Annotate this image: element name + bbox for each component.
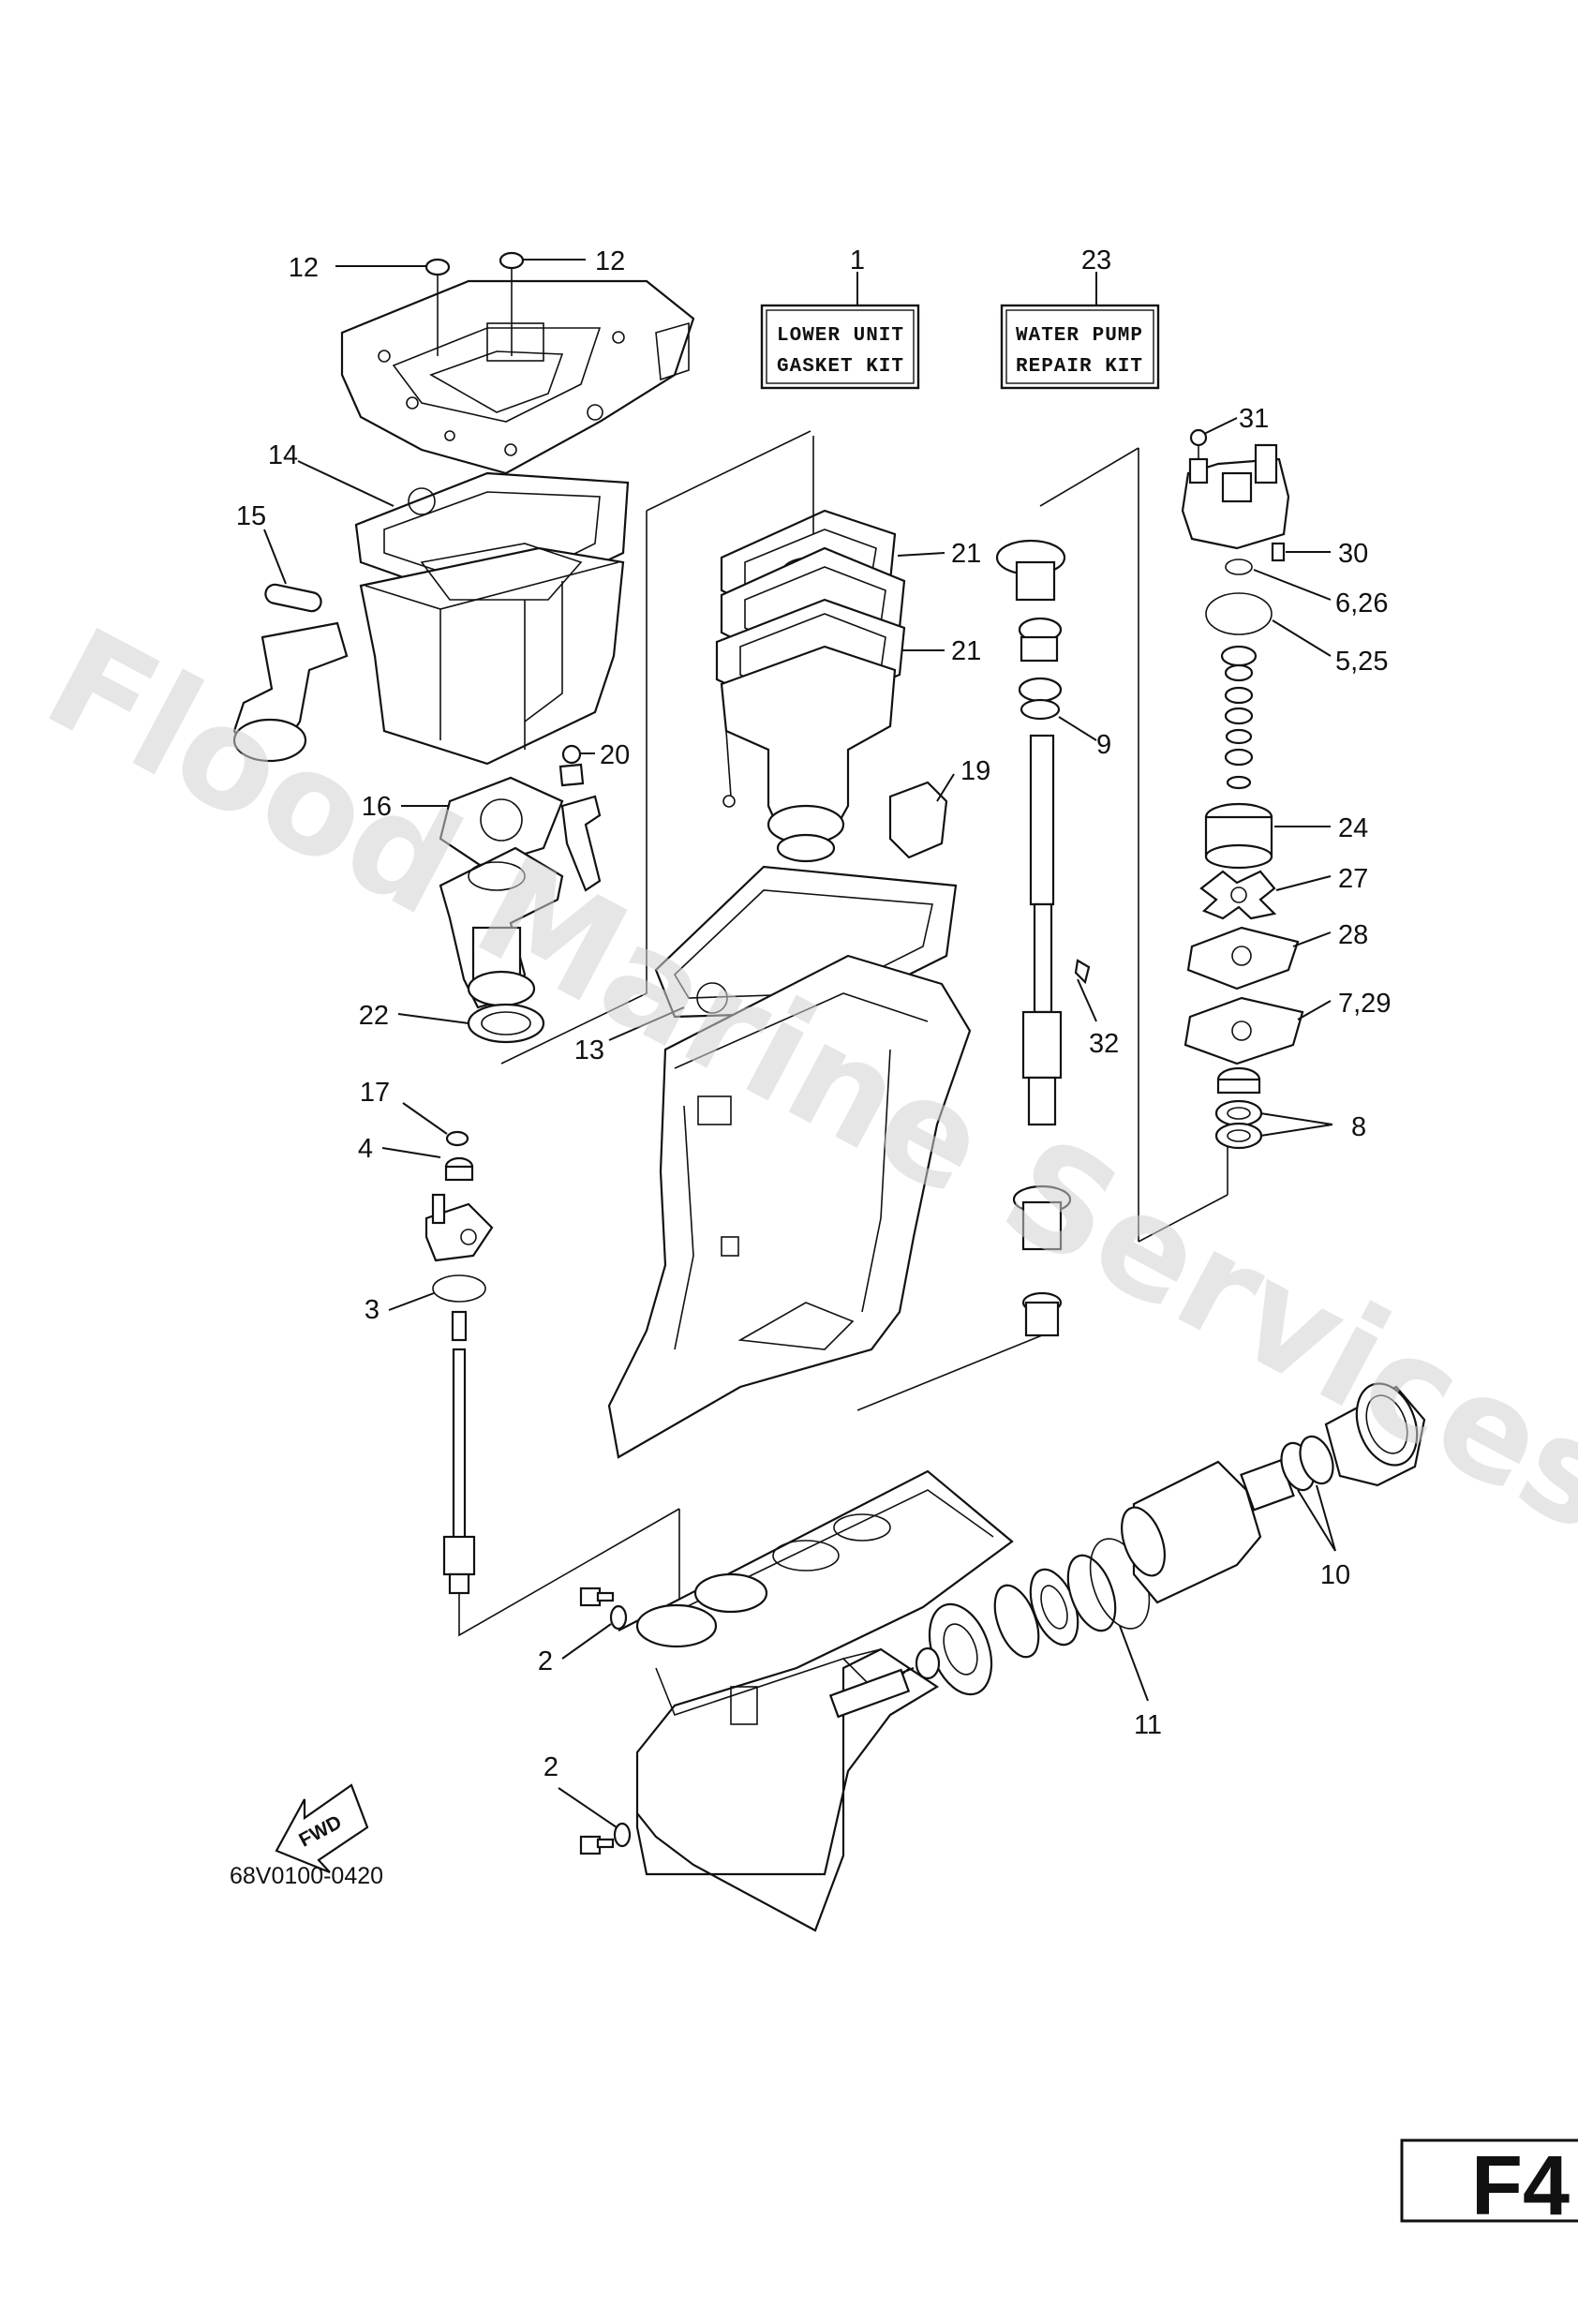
lower-case: [618, 1469, 1014, 1932]
callout-6-26: 6,26: [1335, 588, 1388, 618]
kit-label-line1: LOWER UNIT: [777, 325, 904, 347]
propeller-shaft: [828, 1666, 915, 1719]
drive-shaft: [995, 539, 1072, 1337]
callout-5-25: 5,25: [1335, 647, 1388, 677]
kit-box-lower-unit-gasket: 1 LOWER UNIT GASKET KIT: [760, 246, 920, 390]
exhaust-guide: [720, 645, 897, 863]
diagram-code: 68V0100-0420: [230, 1863, 383, 1889]
callout-3: 3: [365, 1295, 380, 1325]
fwd-arrow-icon: FWD: [275, 1783, 369, 1874]
upper-exhaust-plate: [340, 279, 695, 475]
callout-7-29: 7,29: [1338, 989, 1391, 1019]
callout-24: 24: [1338, 813, 1368, 843]
callout-20: 20: [600, 740, 630, 770]
drain-screw-lower: [579, 1822, 632, 1855]
bearing-housing: [1121, 1458, 1295, 1604]
callout-21: 21: [951, 539, 981, 569]
page-tab: F4: [1400, 2138, 1578, 2233]
pump-washers: [1220, 645, 1258, 790]
seals-8: [1214, 1066, 1263, 1150]
kit-number: 1: [850, 246, 865, 276]
forward-gear: [928, 1602, 993, 1696]
callout-32: 32: [1089, 1029, 1119, 1059]
callout-19: 19: [960, 756, 990, 786]
kit-label-line1: WATER PUMP: [1016, 325, 1143, 347]
callout-13: 13: [574, 1035, 604, 1065]
callout-15: 15: [236, 501, 266, 531]
oil-strainer-15: [232, 583, 349, 763]
callout-2: 2: [538, 1646, 553, 1676]
callout-14: 14: [268, 440, 298, 470]
kit-box-water-pump-repair: 23 WATER PUMP REPAIR KIT: [1000, 246, 1160, 390]
propeller-cap: [1324, 1382, 1426, 1487]
impeller-housing-24: [1204, 802, 1273, 870]
callout-12: 12: [289, 253, 319, 283]
callout-2: 2: [543, 1752, 558, 1782]
callout-22: 22: [359, 1001, 389, 1031]
page-tab-label: F4: [1471, 2139, 1570, 2233]
kit-label-line2: REPAIR KIT: [1016, 356, 1143, 378]
callout-21: 21: [951, 636, 981, 666]
shift-rod-bushing-4: [424, 1156, 494, 1262]
impeller-27: [1199, 870, 1277, 920]
kit-label-line2: GASKET KIT: [777, 356, 904, 378]
bearings: [993, 1554, 1117, 1659]
callout-27: 27: [1338, 864, 1368, 894]
gasket-16: [439, 776, 564, 869]
seals-10: [1280, 1435, 1334, 1492]
water-pump-housing-31: [1181, 428, 1290, 550]
callout-11: 11: [1134, 1710, 1162, 1740]
shift-rod: [442, 1310, 476, 1595]
drain-screw-upper: [579, 1587, 628, 1631]
callout-4: 4: [358, 1134, 373, 1164]
callout-16: 16: [362, 792, 392, 822]
callout-12: 12: [595, 246, 625, 276]
pump-housing: [439, 846, 564, 1009]
callout-17: 17: [360, 1078, 390, 1108]
oil-pan: [359, 543, 625, 766]
callout-30: 30: [1338, 539, 1368, 569]
callout-8: 8: [1351, 1112, 1366, 1142]
callout-28: 28: [1338, 920, 1368, 950]
callout-9: 9: [1096, 730, 1111, 760]
drive-shaft-housing: [607, 954, 972, 1459]
plate-28: [1186, 926, 1300, 991]
callout-31: 31: [1239, 404, 1269, 434]
gasket-7-29: [1184, 996, 1304, 1065]
callout-10: 10: [1320, 1560, 1350, 1590]
kit-number: 23: [1081, 246, 1111, 276]
